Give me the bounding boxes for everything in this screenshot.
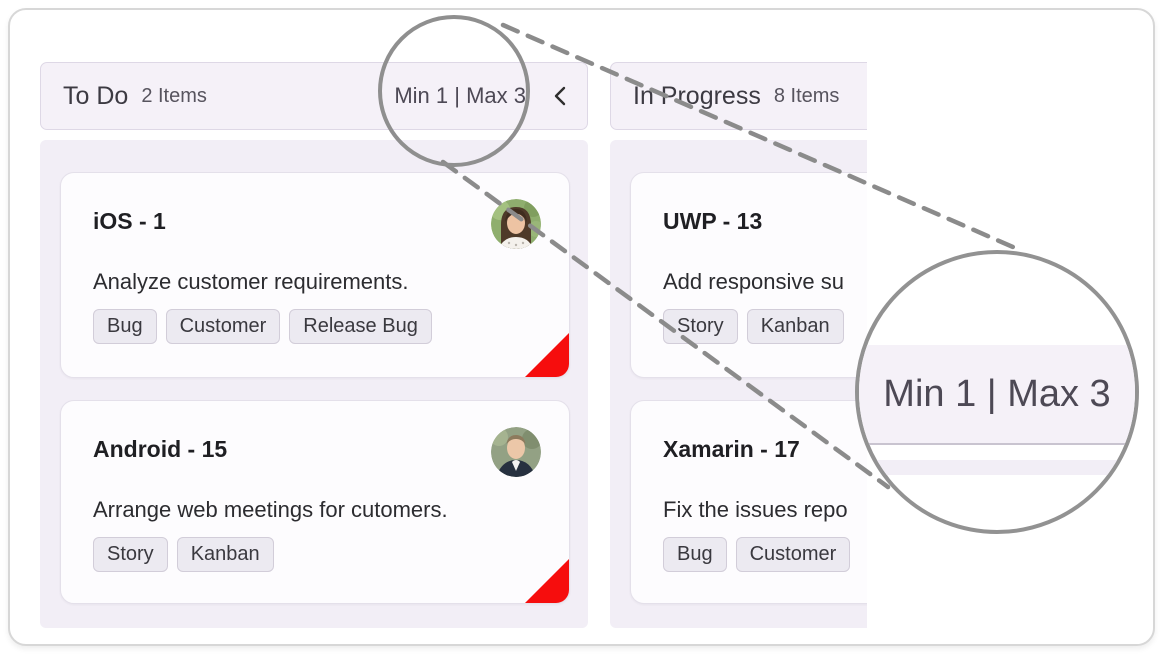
man-photo-avatar: [491, 427, 541, 477]
column-body-todo: iOS - 1 Anal: [40, 140, 588, 628]
tag-chip: Story: [93, 537, 168, 572]
card-title: Android - 15: [93, 436, 228, 462]
chevron-left-icon[interactable]: [552, 84, 568, 108]
card-title: Xamarin - 17: [663, 436, 800, 462]
woman-photo-avatar: [491, 199, 541, 249]
column-body-in-progress: UWP - 13 Add responsive su Story Kanban …: [610, 140, 867, 628]
card-title: UWP - 13: [663, 208, 763, 234]
tag-chip: Bug: [93, 309, 157, 344]
tag-chip: Customer: [735, 537, 851, 572]
card-description: Arrange web meetings for cutomers.: [93, 497, 448, 522]
column-in-progress-clipped: In Progress 8 Items UWP - 13 Add respons…: [610, 62, 867, 628]
zoomed-wip-limits-band: Min 1 | Max 3: [859, 345, 1135, 445]
card-description: Fix the issues repo: [663, 497, 848, 522]
card-title: iOS - 1: [93, 208, 166, 234]
column-title: In Progress: [633, 81, 761, 110]
tag-chip: Kanban: [746, 309, 844, 344]
column-item-count: 2 Items: [141, 84, 207, 107]
magnifier-zoom-circle: Min 1 | Max 3: [855, 250, 1139, 534]
column-title: To Do: [63, 81, 129, 110]
kanban-card-uwp[interactable]: UWP - 13 Add responsive su Story Kanban: [630, 172, 867, 378]
kanban-card-xamarin[interactable]: Xamarin - 17 Fix the issues repo Bug Cus…: [630, 400, 867, 604]
zoomed-wip-limits-label: Min 1 | Max 3: [883, 372, 1111, 415]
tag-chip: Release Bug: [289, 309, 432, 344]
column-header-in-progress: In Progress 8 Items: [610, 62, 867, 130]
card-tags: Story Kanban: [663, 309, 844, 344]
card-tags: Story Kanban: [93, 537, 274, 572]
priority-corner-flag: [524, 558, 569, 603]
tag-chip: Customer: [165, 309, 281, 344]
priority-corner-flag: [524, 332, 569, 377]
tag-chip: Story: [663, 309, 738, 344]
tag-chip: Bug: [663, 537, 727, 572]
tag-chip: Kanban: [176, 537, 274, 572]
kanban-card-ios[interactable]: iOS - 1 Anal: [60, 172, 570, 378]
card-description: Analyze customer requirements.: [93, 269, 409, 294]
zoomed-column-body-strip: [859, 460, 1135, 475]
kanban-card-android[interactable]: Android - 15 Arrange web meetings for: [60, 400, 570, 604]
column-item-count: 8 Items: [773, 84, 840, 107]
card-tags: Bug Customer Release Bug: [93, 309, 432, 344]
card-description: Add responsive su: [663, 269, 844, 294]
card-tags: Bug Customer: [663, 537, 851, 572]
magnifier-source-circle: [378, 15, 530, 167]
